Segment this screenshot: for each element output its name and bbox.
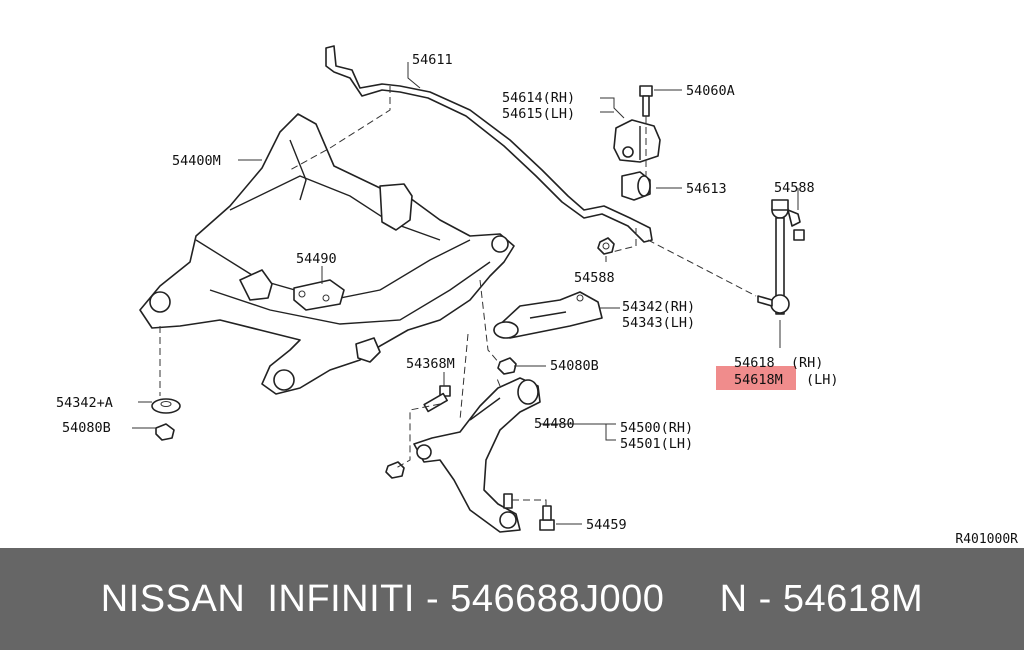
label-54060a: 54060A [686,83,735,99]
nut-54080b-upper [497,357,517,375]
label-54480: 54480 [534,416,575,432]
nut-54080b-lower [155,423,175,441]
stabilizer-bar [325,45,653,243]
bracket-54490 [293,279,345,311]
bolt-54459 [539,505,555,531]
label-54500: 54500(RH) [620,420,693,436]
label-54618m: 54618M [734,372,783,388]
label-54588-lower: 54588 [574,270,615,286]
label-54459: 54459 [586,517,627,533]
label-54613: 54613 [686,181,727,197]
label-54080b-upper: 54080B [550,358,599,374]
label-54368m: 54368M [406,356,455,372]
label-54501: 54501(LH) [620,436,693,452]
bolt-54060a [639,85,653,117]
label-54588-upper: 54588 [774,180,815,196]
footer-text: NISSAN INFINITI - 546688J000 N - 54618M [100,577,924,620]
stabilizer-link [757,199,805,315]
highlight-box [716,366,796,390]
label-54342a: 54342+A [56,395,113,411]
crossmember [139,113,515,395]
footer-bar: NISSAN INFINITI - 546688J000 N - 54618M [0,548,1024,650]
label-54618: 54618 (RH) [734,355,823,371]
label-54400m: 54400M [172,153,221,169]
parts-diagram: 54611 54614(RH) 54615(LH) 54060A 54400M … [56,45,839,533]
label-54615: 54615(LH) [502,106,575,122]
bushing-54613 [621,171,651,201]
leader-lines [132,62,799,525]
label-54080b-lower: 54080B [62,420,111,436]
washer-54342a [151,398,181,414]
bushing-clamp [613,119,661,163]
nut-54588-lower [597,237,615,255]
reference-code: R401000R [955,532,1018,547]
label-54611: 54611 [412,52,453,68]
label-54343: 54343(LH) [622,315,695,331]
bracket-54342 [493,291,603,339]
label-54614: 54614(RH) [502,90,575,106]
lower-arm [413,377,541,533]
label-54342: 54342(RH) [622,299,695,315]
label-54490: 54490 [296,251,337,267]
label-54618m-side: (LH) [806,372,839,388]
bolt-54368m [423,385,451,413]
